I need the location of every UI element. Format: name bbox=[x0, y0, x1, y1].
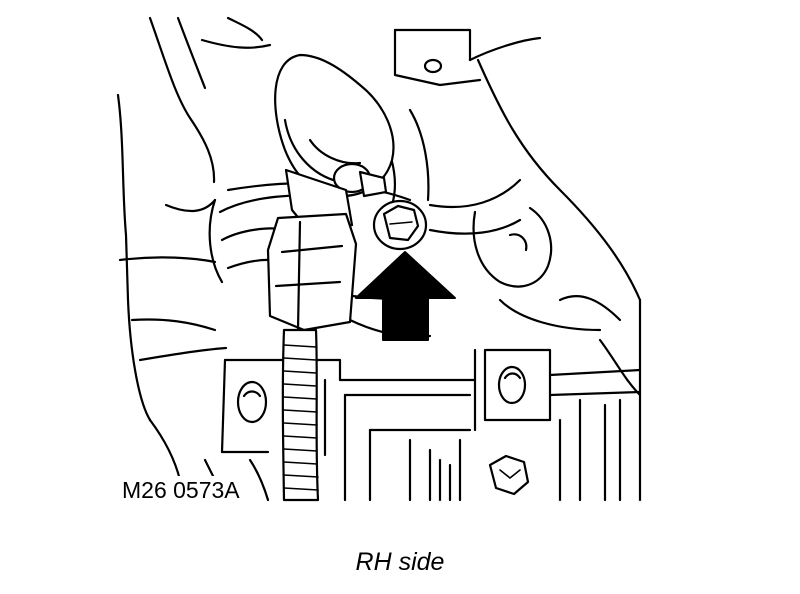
figure-reference-number: M26 0573A bbox=[120, 476, 244, 504]
sensor-assembly bbox=[266, 53, 395, 502]
up-arrow-icon bbox=[355, 251, 456, 341]
target-bolt bbox=[372, 199, 428, 251]
engine-block bbox=[116, 16, 642, 502]
figure-caption: RH side bbox=[355, 548, 445, 576]
bracket-bolts bbox=[236, 365, 530, 496]
